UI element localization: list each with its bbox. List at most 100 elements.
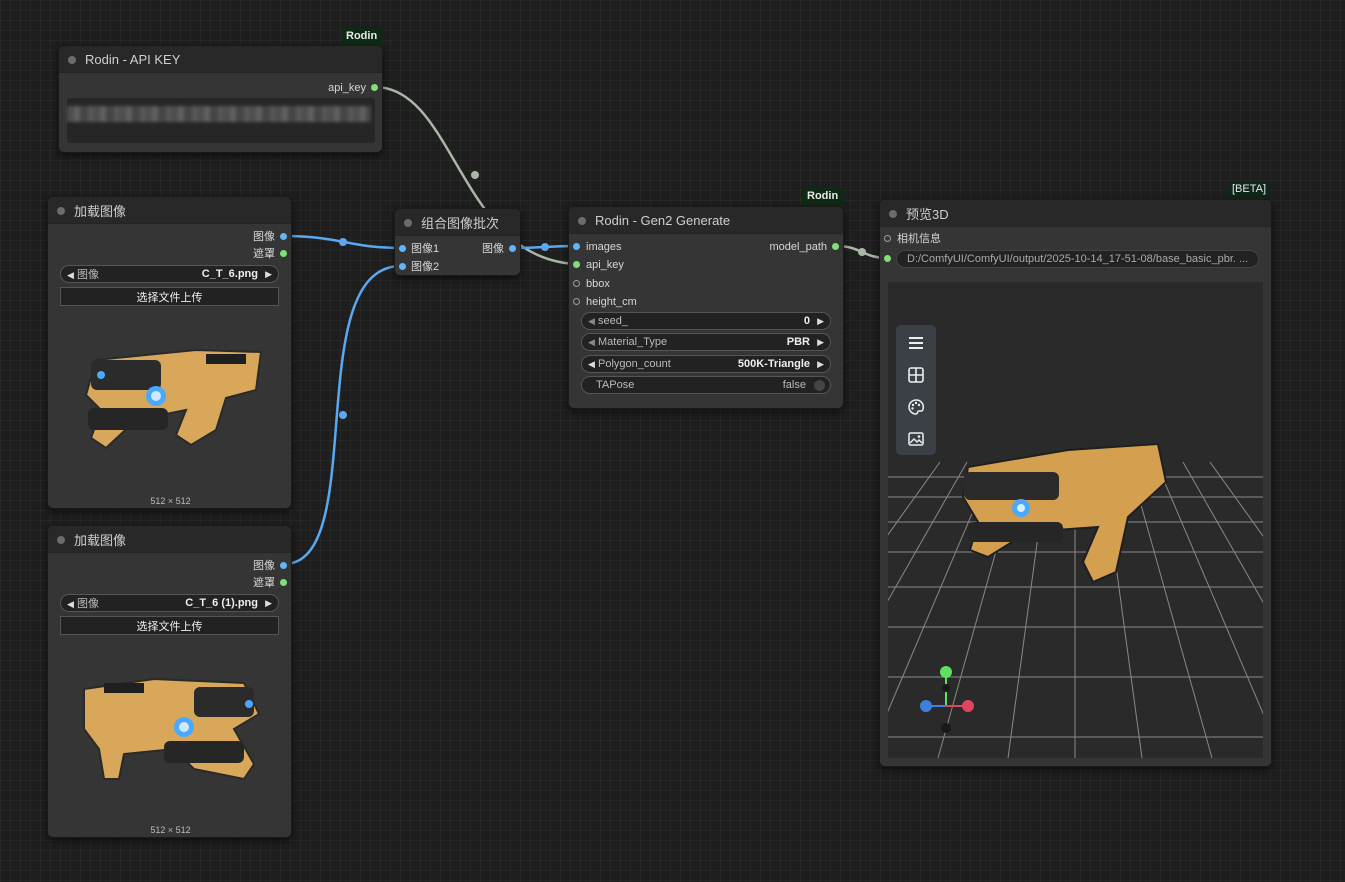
material-type-widget[interactable]: ◀ Material_Type PBR ▶ (581, 333, 831, 351)
gun-image-thumbnail (84, 348, 263, 450)
output-image-slot[interactable] (509, 245, 516, 252)
arrow-left-icon[interactable]: ◀ (588, 337, 595, 347)
node-title-bar[interactable]: 加载图像 (48, 197, 291, 224)
collapse-dot-icon[interactable] (68, 56, 76, 64)
combo-label: 图像 (76, 269, 99, 281)
seed-widget[interactable]: ◀ seed_ 0 ▶ (581, 312, 831, 330)
output-image-label: 图像 (482, 243, 504, 255)
output-mask-label: 遮罩 (253, 248, 275, 260)
image-combo[interactable]: ◀ 图像 C_T_6.png ▶ (60, 265, 279, 283)
arrow-left-icon[interactable]: ◀ (67, 599, 74, 609)
viewport-toolbar (896, 325, 936, 455)
output-api-key-slot[interactable] (371, 84, 378, 91)
model-path-value: D:/ComfyUI/ComfyUI/output/2025-10-14_17-… (907, 253, 1249, 265)
node-title-bar[interactable]: Rodin - API KEY (59, 46, 382, 73)
node-rodin-gen2-generate[interactable]: Rodin - Gen2 Generate images api_key bbo… (568, 206, 844, 409)
combo-left-label: ◀ 图像 (67, 266, 99, 282)
image-icon[interactable] (906, 429, 926, 449)
node-load-image-2[interactable]: 加载图像 图像 遮罩 ◀ 图像 C_T_6 (1).png ▶ 选择文件上传 5… (47, 525, 292, 838)
arrow-left-icon[interactable]: ◀ (588, 316, 595, 326)
axes-gizmo (920, 666, 974, 733)
node-rodin-api-key[interactable]: Rodin - API KEY api_key (58, 45, 383, 153)
grid-icon[interactable] (906, 365, 926, 385)
input-camera-info-label: 相机信息 (897, 233, 941, 245)
node-title-bar[interactable]: 加载图像 (48, 526, 291, 553)
image-combo[interactable]: ◀ 图像 C_T_6 (1).png ▶ (60, 594, 279, 612)
combo-left-label: ◀ 图像 (67, 595, 99, 611)
arrow-right-icon[interactable]: ▶ (817, 336, 824, 347)
output-image-slot[interactable] (280, 562, 287, 569)
menu-icon[interactable] (906, 333, 926, 353)
node-batch-images[interactable]: 组合图像批次 图像1 图像2 图像 (394, 208, 521, 276)
node-load-image-1[interactable]: 加载图像 图像 遮罩 ◀ 图像 C_T_6.png ▶ 选择文件上传 512 ×… (47, 196, 292, 509)
node-title-bar[interactable]: 组合图像批次 (395, 209, 520, 236)
node-preview-3d[interactable]: 预览3D 相机信息 D:/ComfyUI/ComfyUI/output/2025… (879, 199, 1272, 767)
input-height-label: height_cm (586, 296, 637, 308)
polygon-count-widget[interactable]: ◀ Polygon_count 500K-Triangle ▶ (581, 355, 831, 373)
output-image-slot[interactable] (280, 233, 287, 240)
input-bbox-label: bbox (586, 278, 610, 290)
combo-value: C_T_6.png (201, 268, 258, 280)
seed-label: seed_ (597, 315, 628, 327)
widget-left: ◀ Material_Type (588, 336, 667, 348)
link-image2-midpoint (339, 411, 347, 419)
link-image2 (283, 264, 402, 566)
node-title: 预览3D (906, 206, 949, 222)
node-title: 组合图像批次 (421, 215, 500, 231)
output-mask-label: 遮罩 (253, 577, 275, 589)
output-image-label: 图像 (253, 231, 275, 243)
input-bbox-slot[interactable] (573, 280, 580, 287)
3d-model-gun (961, 442, 1168, 584)
node-badge-rodin: Rodin (802, 188, 844, 205)
input-height-slot[interactable] (573, 298, 580, 305)
node-badge-rodin: Rodin (341, 28, 383, 45)
widget-left: ◀ Polygon_count (588, 358, 671, 370)
node-badge-beta: [BETA] (1227, 181, 1272, 198)
image-dimensions: 512 × 512 (150, 825, 191, 835)
arrow-left-icon[interactable]: ◀ (588, 359, 595, 369)
collapse-dot-icon[interactable] (578, 217, 586, 225)
output-mask-slot[interactable] (280, 579, 287, 586)
arrow-right-icon[interactable]: ▶ (817, 315, 824, 326)
input-camera-info-slot[interactable] (884, 235, 891, 242)
input-api-key-slot[interactable] (573, 261, 580, 268)
collapse-dot-icon[interactable] (57, 207, 65, 215)
link-model-path-midpoint (858, 248, 866, 256)
output-model-path-slot[interactable] (832, 243, 839, 250)
node-title: Rodin - Gen2 Generate (595, 212, 731, 228)
polygon-value: 500K-Triangle (737, 358, 810, 370)
tapose-toggle[interactable]: TAPose false (581, 376, 831, 394)
input-images-label: images (586, 241, 622, 253)
tapose-label: TAPose (596, 379, 635, 391)
collapse-dot-icon[interactable] (889, 210, 897, 218)
arrow-left-icon[interactable]: ◀ (67, 270, 74, 280)
input-image2-slot[interactable] (399, 263, 406, 270)
arrow-right-icon[interactable]: ▶ (265, 597, 272, 608)
model-path-field[interactable]: D:/ComfyUI/ComfyUI/output/2025-10-14_17-… (896, 250, 1259, 268)
combo-value: C_T_6 (1).png (185, 597, 258, 609)
link-image1-midpoint (339, 238, 347, 246)
input-image1-slot[interactable] (399, 245, 406, 252)
tapose-value: false (782, 379, 806, 391)
grid-floor (888, 442, 1263, 758)
gun-image-thumbnail (83, 677, 261, 781)
toggle-knob-icon[interactable] (814, 380, 825, 391)
input-images-slot[interactable] (573, 243, 580, 250)
upload-button[interactable]: 选择文件上传 (60, 287, 279, 306)
node-title-bar[interactable]: Rodin - Gen2 Generate (569, 207, 843, 234)
upload-button[interactable]: 选择文件上传 (60, 616, 279, 635)
palette-icon[interactable] (906, 397, 926, 417)
output-api-key-label: api_key (328, 82, 366, 94)
collapse-dot-icon[interactable] (57, 536, 65, 544)
3d-viewport[interactable] (888, 282, 1263, 758)
input-model-path-slot[interactable] (884, 255, 891, 262)
input-image2-label: 图像2 (411, 261, 440, 273)
arrow-right-icon[interactable]: ▶ (817, 358, 824, 369)
output-mask-slot[interactable] (280, 250, 287, 257)
collapse-dot-icon[interactable] (404, 219, 412, 227)
api-key-obscured-value (67, 106, 371, 122)
widget-left: ◀ seed_ (588, 315, 628, 327)
arrow-right-icon[interactable]: ▶ (265, 268, 272, 279)
node-title-bar[interactable]: 预览3D (880, 200, 1271, 227)
link-batch-midpoint (541, 243, 549, 251)
